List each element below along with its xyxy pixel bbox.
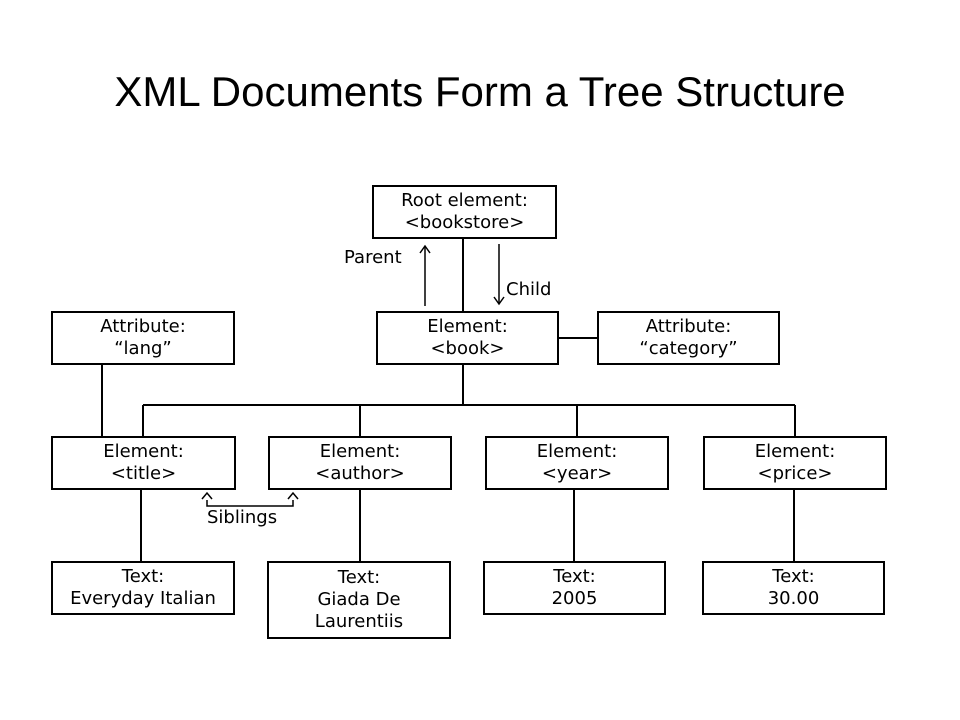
root-element-node: Root element: <bookstore> <box>372 185 557 239</box>
parent-arrowhead <box>419 244 431 254</box>
child-arrowhead <box>493 296 505 306</box>
node-line: Laurentiis <box>314 611 404 632</box>
node-line: <author> <box>315 463 405 484</box>
parent-label: Parent <box>344 247 402 268</box>
node-line: Text: <box>337 567 381 588</box>
title-element-node: Element: <title> <box>51 436 236 490</box>
author-text-node: Text: Giada De Laurentiis <box>267 561 451 639</box>
year-element-node: Element: <year> <box>485 436 669 490</box>
author-element-node: Element: <author> <box>268 436 452 490</box>
siblings-bracket <box>206 500 294 507</box>
node-line: 30.00 <box>767 588 820 609</box>
node-line: Text: <box>772 566 815 587</box>
price-text-node: Text: 30.00 <box>702 561 885 615</box>
slide-title: XML Documents Form a Tree Structure <box>114 68 846 115</box>
node-line: Attribute: <box>100 316 186 337</box>
node-line: <year> <box>541 463 613 484</box>
node-line: Everyday Italian <box>70 588 216 609</box>
node-line: Element: <box>103 441 184 462</box>
price-element-node: Element: <price> <box>703 436 887 490</box>
node-line: Root element: <box>401 190 528 211</box>
node-line: Element: <box>319 441 401 462</box>
node-line: Element: <box>536 441 618 462</box>
lang-attribute-node: Attribute: “lang” <box>51 311 235 365</box>
node-line: Element: <box>427 316 508 337</box>
node-line: “lang” <box>114 338 172 359</box>
child-label: Child <box>506 279 552 300</box>
siblings-arrowhead-left <box>201 491 213 500</box>
book-element-node: Element: <book> <box>376 311 559 365</box>
node-line: Attribute: <box>645 316 732 337</box>
node-line: <price> <box>757 463 833 484</box>
category-attribute-node: Attribute: “category” <box>597 311 780 365</box>
year-text-node: Text: 2005 <box>483 561 666 615</box>
siblings-arrowhead-right <box>287 491 299 500</box>
node-line: <bookstore> <box>404 212 525 233</box>
node-line: 2005 <box>551 588 598 609</box>
node-line: Text: <box>121 566 165 587</box>
node-line: Giada De <box>317 589 401 610</box>
siblings-label: Siblings <box>207 507 278 528</box>
node-line: “category” <box>639 338 738 359</box>
node-line: <title> <box>110 463 177 484</box>
node-line: Text: <box>553 566 596 587</box>
title-text-node: Text: Everyday Italian <box>51 561 235 615</box>
node-line: Element: <box>754 441 836 462</box>
node-line: <book> <box>430 338 505 359</box>
